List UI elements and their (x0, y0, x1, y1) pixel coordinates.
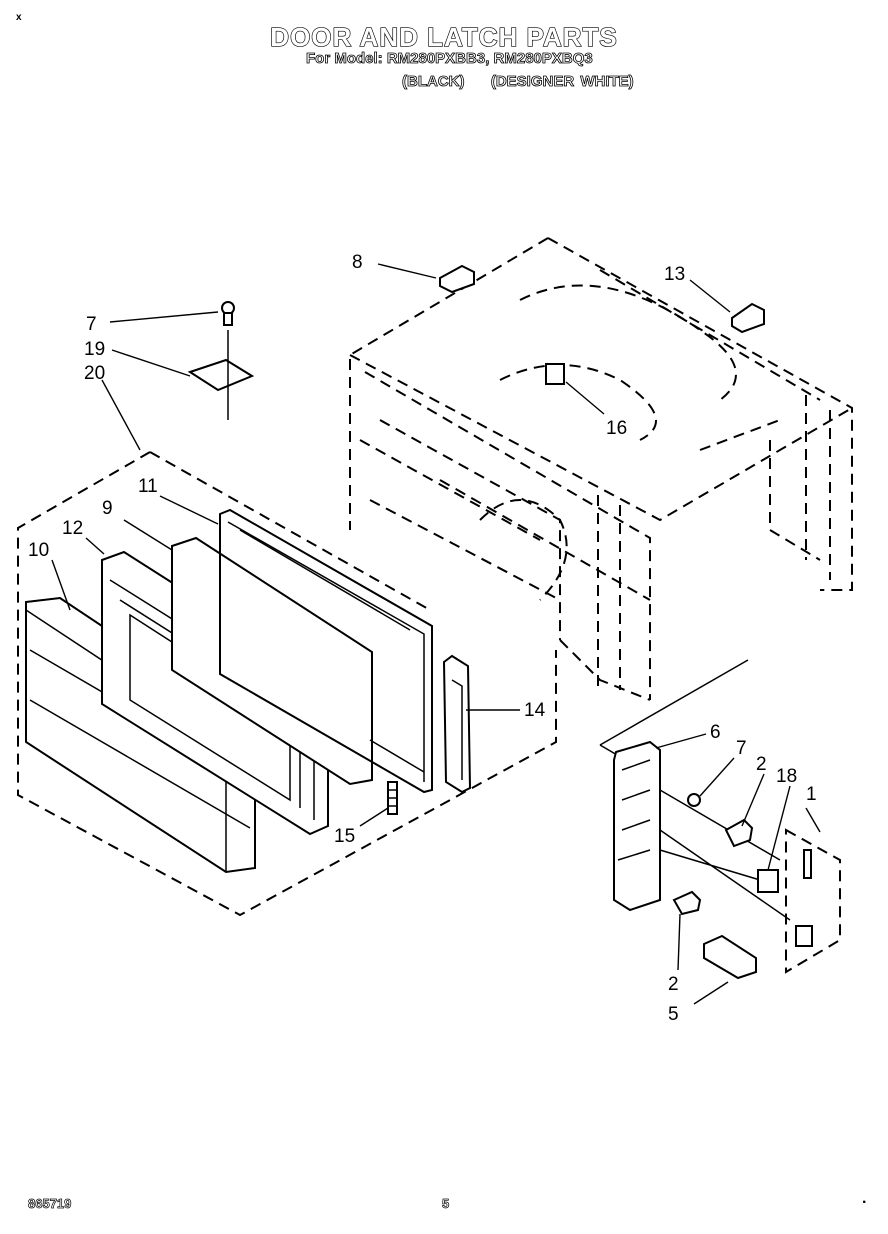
callout-6: 6 (710, 722, 721, 743)
callout-5: 5 (668, 1004, 679, 1025)
callout-2-upper: 2 (756, 754, 767, 775)
callout-13: 13 (664, 264, 685, 285)
callout-11: 11 (138, 476, 158, 497)
latch-assembly (599, 659, 791, 921)
upper-right-switch (731, 302, 765, 334)
inner-door-frame (219, 508, 433, 794)
door-assembly-boundary (17, 451, 557, 917)
callout-20: 20 (84, 363, 105, 384)
latch-switch-lower (672, 890, 702, 916)
fuse (803, 849, 812, 879)
document-number: 865719 (28, 1196, 72, 1212)
leader-lines (51, 263, 821, 1005)
variant-line: (BLACK) (DESIGNER WHITE) (402, 73, 634, 91)
latch-switch-upper (724, 818, 754, 848)
monitor-switch (757, 869, 779, 893)
callout-8: 8 (352, 252, 363, 273)
screw-top (221, 301, 235, 326)
callout-16: 16 (606, 418, 627, 439)
variant-black: (BLACK) (402, 73, 465, 91)
switch-bracket (795, 925, 813, 947)
latch-bar (442, 654, 472, 794)
top-switch (439, 264, 475, 294)
callout-18: 18 (776, 766, 797, 787)
corner-mark-top: x (16, 12, 22, 23)
callout-10: 10 (28, 540, 49, 561)
callout-7-latch: 7 (736, 738, 747, 759)
callout-15: 15 (334, 826, 355, 847)
variant-white: (DESIGNER WHITE) (490, 73, 634, 91)
hinge-bracket (187, 330, 255, 420)
corner-mark-bottom: . (862, 1190, 867, 1207)
callout-1: 1 (806, 784, 817, 805)
page-title: DOOR AND LATCH PARTS (270, 21, 618, 52)
cabinet-outline (349, 237, 853, 701)
callout-12: 12 (62, 518, 83, 539)
callout-9: 9 (102, 498, 113, 519)
page-number: 5 (442, 1196, 450, 1212)
model-line: For Model: RM280PXBB3, RM280PXBQ3 (306, 50, 594, 68)
switch-group-boundary (785, 828, 841, 974)
callout-14: 14 (524, 700, 546, 721)
door-screen-panel (171, 536, 373, 786)
callout-7-top: 7 (86, 314, 97, 335)
switch-holder (703, 934, 757, 980)
callout-2-lower: 2 (668, 974, 679, 995)
callout-19: 19 (84, 339, 105, 360)
latch-screw (687, 793, 701, 807)
latch-spring (387, 781, 398, 815)
cabinet-switch (545, 363, 565, 385)
